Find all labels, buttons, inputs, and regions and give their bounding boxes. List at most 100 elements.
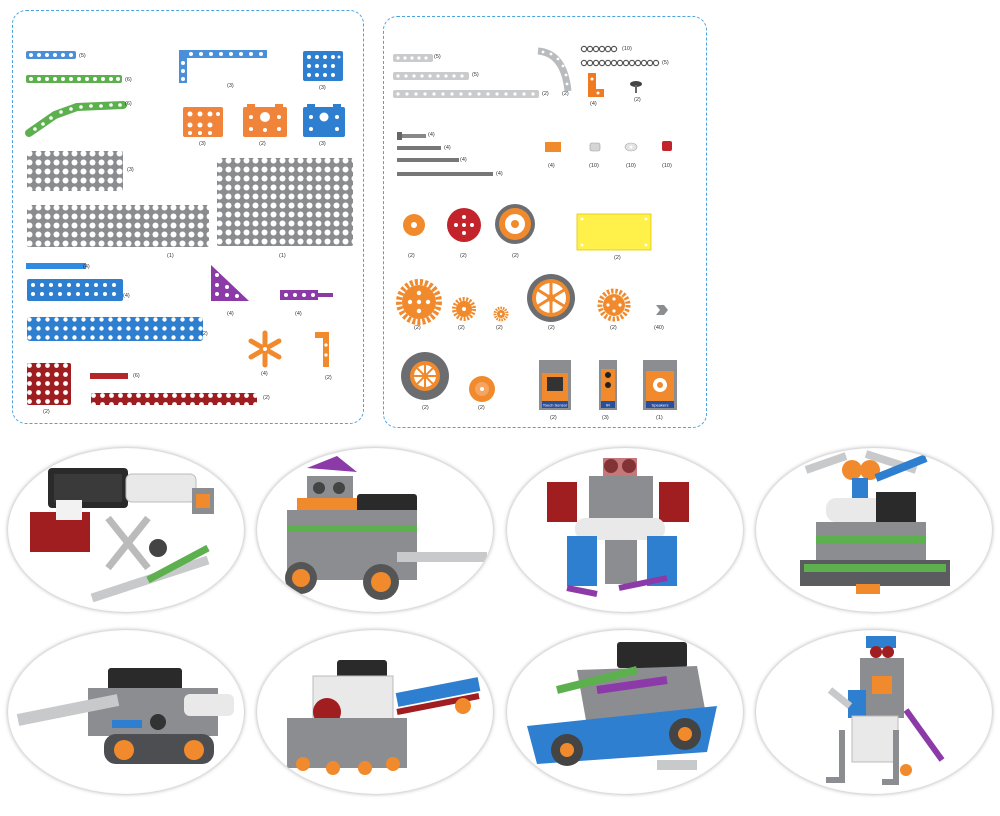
orange-spacer	[544, 141, 562, 153]
gray-beam-mid	[392, 71, 470, 81]
red-flat-bar	[89, 371, 129, 381]
tire-wheel	[400, 351, 450, 401]
speaker-module: Speakers	[642, 359, 678, 411]
qty-label: (4)	[83, 264, 90, 270]
qty-label: (2)	[414, 325, 421, 331]
axle-1	[396, 145, 442, 151]
qty-label: (10)	[626, 163, 636, 169]
gray-grid-plate-small	[25, 149, 125, 193]
qty-label: (1)	[279, 253, 286, 259]
blue-long-beam	[25, 315, 205, 343]
gray-grid-plate-large	[215, 156, 355, 248]
qty-label: (2)	[512, 253, 519, 259]
orange-star-hub	[245, 329, 285, 369]
qty-label: (2)	[408, 253, 415, 259]
red-long-beam	[89, 391, 259, 407]
qty-label: (5)	[472, 72, 479, 78]
qty-label: (10)	[622, 46, 632, 52]
qty-label: (2)	[259, 141, 266, 147]
model-crawler-lift	[756, 448, 992, 612]
qty-label: (3)	[227, 83, 234, 89]
qty-label: (2)	[610, 325, 617, 331]
qty-label: (1)	[656, 415, 663, 421]
model-race-car	[507, 630, 743, 794]
white-washer	[624, 141, 638, 153]
model-train	[257, 630, 493, 794]
touch-sensor-module: Touch Sensor	[538, 359, 572, 411]
qty-label: (10)	[589, 163, 599, 169]
module-label: Speakers	[652, 403, 669, 408]
qty-label: (4)	[496, 171, 503, 177]
orange-gear-large	[396, 279, 442, 325]
orange-pulley	[402, 213, 426, 237]
qty-label: (2)	[496, 325, 503, 331]
qty-label: (4)	[590, 101, 597, 107]
chain-link-10	[580, 45, 622, 53]
gray-grid-plate-long	[25, 203, 211, 249]
black-knob	[628, 77, 644, 95]
orange-gear-small	[493, 306, 509, 322]
qty-label: (2)	[325, 375, 332, 381]
qty-label: (10)	[662, 163, 672, 169]
chain-link-5	[580, 59, 662, 67]
orange-plate	[181, 105, 225, 139]
purple-connector	[279, 287, 335, 303]
qty-label: (4)	[123, 293, 130, 299]
qty-label: (2)	[550, 415, 557, 421]
gray-beam-short	[392, 53, 434, 63]
qty-label: (40)	[654, 325, 664, 331]
qty-label: (2)	[562, 91, 569, 97]
yellow-panel	[576, 213, 652, 251]
blue-flat-bar	[25, 261, 87, 271]
qty-label: (2)	[458, 325, 465, 331]
qty-label: (2)	[478, 405, 485, 411]
orange-gear-medium-2	[597, 288, 631, 322]
qty-label: (2)	[43, 409, 50, 415]
qty-label: (2)	[460, 253, 467, 259]
model-tank-arm	[8, 448, 244, 612]
orange-angle	[584, 71, 606, 99]
purple-triangle	[207, 261, 253, 305]
qty-label: (2)	[422, 405, 429, 411]
model-robot-car	[257, 448, 493, 612]
qty-label: (4)	[261, 371, 268, 377]
qty-label: (2)	[542, 91, 549, 97]
module-label: Touch Sensor	[543, 403, 568, 408]
qty-label: (4)	[227, 311, 234, 317]
qty-label: (2)	[201, 331, 208, 337]
module-label: IR	[606, 403, 610, 408]
qty-label: (4)	[428, 132, 435, 138]
model-forklift-robot	[756, 630, 992, 794]
red-pulley	[446, 207, 482, 243]
qty-label: (6)	[133, 373, 140, 379]
screw	[396, 131, 428, 141]
blue-short-strip	[25, 49, 77, 61]
qty-label: (3)	[319, 85, 326, 91]
qty-label: (4)	[444, 145, 451, 151]
axle-3	[396, 171, 494, 177]
blue-l-beam	[179, 49, 271, 87]
spoked-wheel	[526, 273, 576, 323]
qty-label: (3)	[127, 167, 134, 173]
qty-label: (3)	[602, 415, 609, 421]
orange-gear-medium	[452, 297, 476, 321]
orange-block	[241, 103, 289, 139]
model-walking-robot	[507, 448, 743, 612]
qty-label: (5)	[662, 60, 669, 66]
blue-beam	[25, 277, 125, 303]
blue-square-plate	[301, 49, 345, 83]
axle-2	[396, 157, 460, 163]
qty-label: (1)	[167, 253, 174, 259]
orange-angle-bracket	[313, 329, 333, 369]
qty-label: (6)	[125, 77, 132, 83]
qty-label: (6)	[125, 101, 132, 107]
ir-sensor-module: IR	[598, 359, 618, 411]
qty-label: (4)	[460, 157, 467, 163]
qty-label: (2)	[614, 255, 621, 261]
green-bent-strip	[25, 97, 127, 137]
gray-clip	[654, 303, 670, 317]
qty-label: (3)	[199, 141, 206, 147]
gray-curved-beam	[534, 45, 574, 95]
orange-disc	[468, 375, 496, 403]
qty-label: (5)	[434, 54, 441, 60]
